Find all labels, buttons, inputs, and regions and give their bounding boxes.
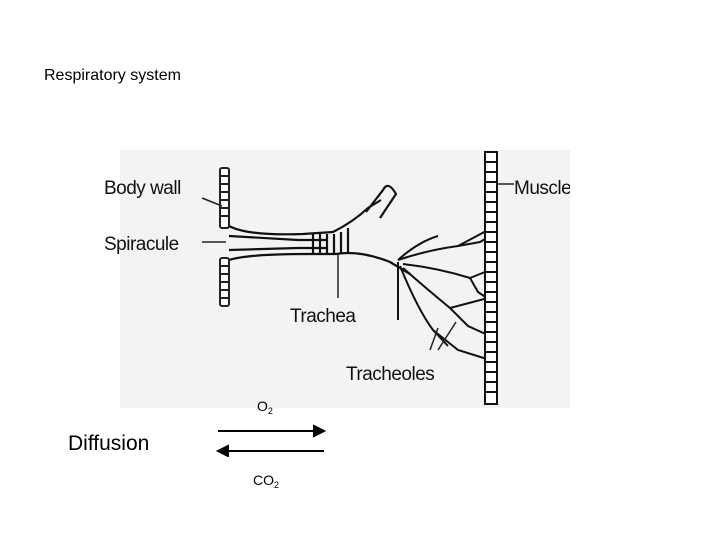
label-tracheoles: Tracheoles [346, 364, 434, 385]
label-spiracule: Spiracule [104, 234, 179, 255]
o2-label: O2 [257, 398, 273, 416]
body-wall [219, 167, 230, 307]
co2-label: CO2 [253, 472, 280, 490]
label-body-wall: Body wall [104, 178, 181, 199]
tracheoles [397, 229, 491, 361]
right-arrow-head [313, 424, 327, 438]
diffusion-arrows [215, 424, 327, 457]
label-muscle: Muscle [514, 178, 570, 199]
leader-lines [201, 183, 514, 351]
diffusion-label: Diffusion [68, 432, 150, 455]
label-trachea: Trachea [290, 306, 356, 327]
trachea-tube [228, 184, 411, 275]
tracheal-system-drawing: Body wall Spiracule Trachea Tracheoles M… [104, 150, 570, 408]
respiratory-diagram: Body wall Spiracule Trachea Tracheoles M… [98, 150, 570, 408]
diagram-background [120, 150, 570, 408]
left-arrow-head [215, 444, 229, 457]
slide-title: Respiratory system [44, 67, 181, 84]
muscle-column [484, 151, 498, 405]
